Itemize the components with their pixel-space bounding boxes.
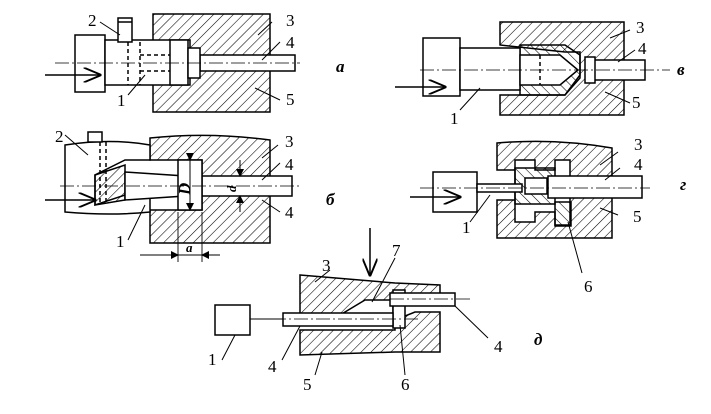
label-a-3: 3 [286,11,295,30]
label-d-4b: 4 [494,337,503,356]
label-a-5: 5 [286,90,295,109]
label-v-4: 4 [638,39,647,58]
label-b-4b: 4 [285,203,294,222]
pusher-block-a [74,34,106,93]
figure-b [45,131,300,262]
label-b-1: 1 [116,232,125,251]
figure-tag-d: д [534,330,543,349]
label-d-5: 5 [303,375,312,394]
figure-tag-a: а [336,57,345,76]
label-a-1: 1 [117,91,126,110]
label-a-2: 2 [88,11,97,30]
dim-D: D [175,183,194,196]
label-b-4a: 4 [285,155,294,174]
dim-d: d [224,185,239,192]
figure-v [395,21,670,116]
figure-tag-g: г [680,175,686,194]
label-b-3: 3 [285,132,294,151]
label-g-1: 1 [462,218,471,237]
label-v-3: 3 [636,18,645,37]
label-g-5: 5 [633,207,642,226]
label-g-6: 6 [584,277,593,296]
figure-a [45,13,300,113]
rod-d-right [389,292,456,307]
clamp-a [117,17,133,43]
figure-tag-v: в [677,60,685,79]
ring-6-g [554,201,572,227]
rod-g [547,175,643,199]
label-v-1: 1 [450,109,459,128]
rod-d-left [282,312,394,327]
figure-tag-b: б [326,190,336,209]
punch-g [432,171,478,213]
label-d-3: 3 [322,256,331,275]
label-d-1: 1 [208,350,217,369]
label-d-6: 6 [401,375,410,394]
figure-g [410,140,650,274]
label-d-7: 7 [392,241,401,260]
label-b-2: 2 [55,127,64,146]
label-v-5: 5 [632,93,641,112]
label-a-4: 4 [286,33,295,52]
label-g-3: 3 [634,135,643,154]
label-d-4a: 4 [268,357,277,376]
punch-d [214,304,251,336]
dim-a: a [186,240,193,255]
label-g-4: 4 [634,155,643,174]
figure-d [214,228,489,376]
